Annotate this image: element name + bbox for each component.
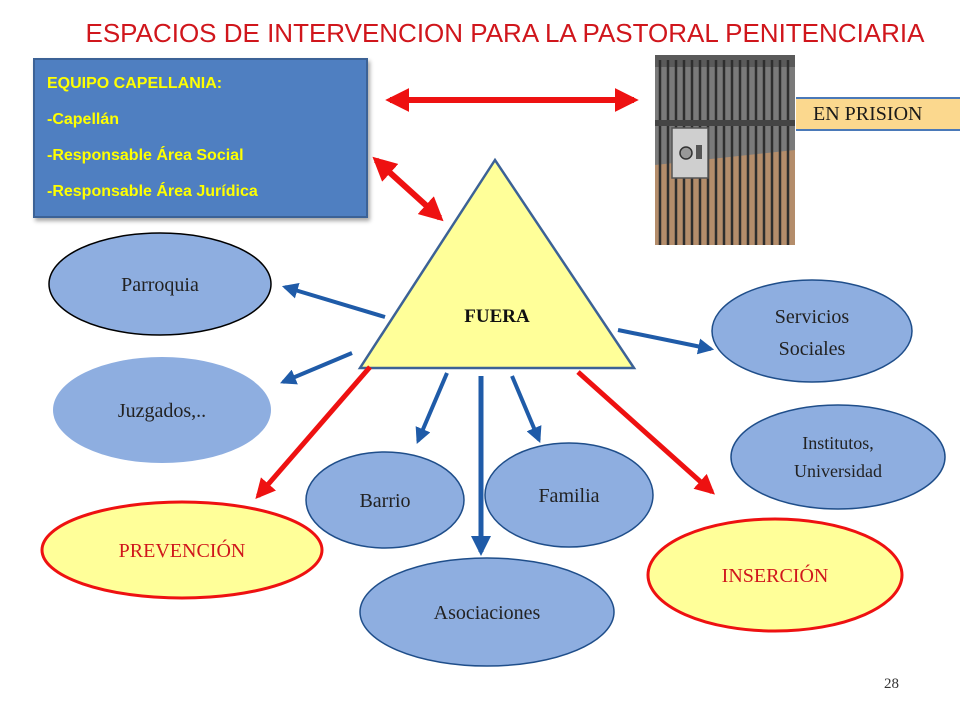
arrow-to-servicios: [617, 328, 715, 355]
node-parroquia-label: Parroquia: [121, 274, 199, 296]
center-label: FUERA: [464, 306, 530, 327]
page-title: ESPACIOS DE INTERVENCION PARA LA PASTORA…: [85, 18, 925, 48]
node-juzgados-label: Juzgados,..: [118, 400, 206, 422]
node-familia-label: Familia: [538, 485, 599, 507]
node-institutos-label-1: Institutos,: [802, 433, 874, 453]
node-prevencion-label: PREVENCIÓN: [119, 538, 246, 562]
arrow-team-fuera: [372, 156, 444, 222]
chaplaincy-team-box: EQUIPO CAPELLANIA: -Capellán -Responsabl…: [33, 58, 368, 218]
arrow-to-juzgados: [280, 351, 353, 385]
arrow-to-insercion: [576, 370, 715, 495]
node-insercion: INSERCIÓN: [646, 517, 904, 633]
team-member-legal: -Responsable Área Jurídica: [47, 183, 258, 200]
arrow-to-parroquia: [281, 283, 386, 319]
center-triangle: FUERA: [357, 157, 637, 370]
node-asociaciones-label: Asociaciones: [434, 602, 541, 624]
team-member-social: -Responsable Área Social: [47, 147, 244, 164]
node-barrio-label: Barrio: [359, 490, 410, 512]
arrow-to-barrio: [415, 372, 449, 444]
node-parroquia: Parroquia: [48, 232, 272, 336]
node-asociaciones: Asociaciones: [359, 557, 615, 667]
node-barrio: Barrio: [305, 451, 465, 549]
prison-label: EN PRISION: [796, 97, 960, 131]
node-prevencion: PREVENCIÓN: [40, 500, 324, 600]
node-juzgados: Juzgados,..: [53, 357, 271, 463]
page-number: 28: [884, 676, 899, 692]
node-institutos: Institutos, Universidad: [730, 404, 946, 510]
prison-cell-image: [655, 55, 795, 245]
team-heading: EQUIPO CAPELLANIA:: [47, 75, 223, 92]
arrow-to-familia: [510, 375, 542, 443]
node-servicios-label-1: Servicios: [775, 306, 850, 328]
node-familia: Familia: [484, 442, 654, 548]
arrow-to-prevencion: [255, 365, 372, 500]
team-member-chaplain: -Capellán: [47, 111, 120, 128]
node-institutos-label-2: Universidad: [794, 461, 882, 481]
node-insercion-label: INSERCIÓN: [722, 563, 829, 587]
node-servicios-sociales: Servicios Sociales: [711, 279, 913, 383]
node-servicios-label-2: Sociales: [779, 338, 846, 360]
